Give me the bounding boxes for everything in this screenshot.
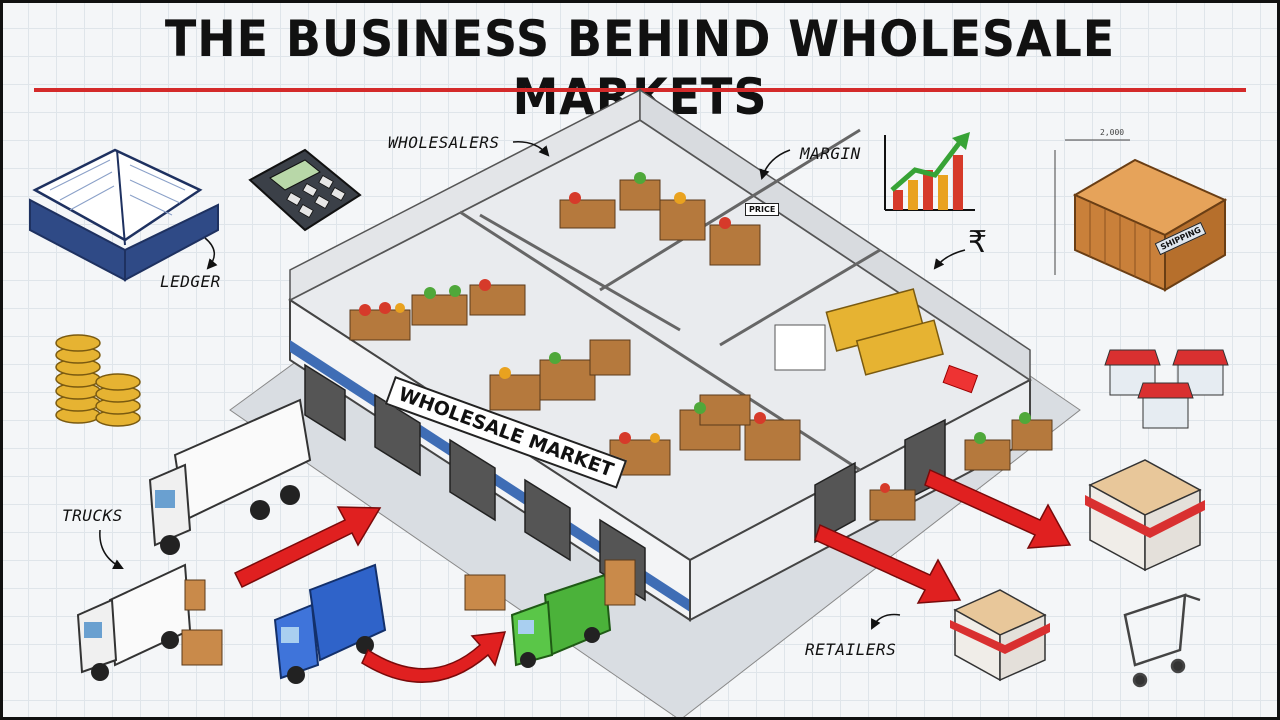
loading-doors [304,363,946,602]
container-width-dimension: 2,000 [1100,128,1125,137]
truck-green [464,559,636,668]
label-wholesalers: WHOLESALERS [388,133,500,152]
truck-blue [273,563,387,684]
truck-white-small [76,563,223,681]
label-trucks: TRUCKS [62,506,123,525]
warehouse-building [229,88,1081,720]
coin-stacks-icon [55,334,141,427]
shop-cluster-icon [1104,349,1229,429]
label-ledger: LEDGER [160,272,221,291]
truck-white-large [148,398,312,555]
flow-arrows [233,468,1072,683]
retail-shop-small [950,589,1050,682]
office-money-stack [774,288,979,394]
label-margin: MARGIN [800,144,861,163]
rupee-icon: ₹ [968,225,988,260]
shopping-cart-icon [1123,593,1201,688]
calculator-icon [248,148,362,232]
growth-chart-icon [884,132,975,211]
ledger-book-icon [29,148,219,282]
price-tag-label: PRICE [745,203,780,216]
shipping-container-icon [1054,139,1228,292]
retail-shop-large [1085,459,1205,572]
callout-arrows [99,141,966,630]
label-retailers: RETAILERS [805,640,897,659]
